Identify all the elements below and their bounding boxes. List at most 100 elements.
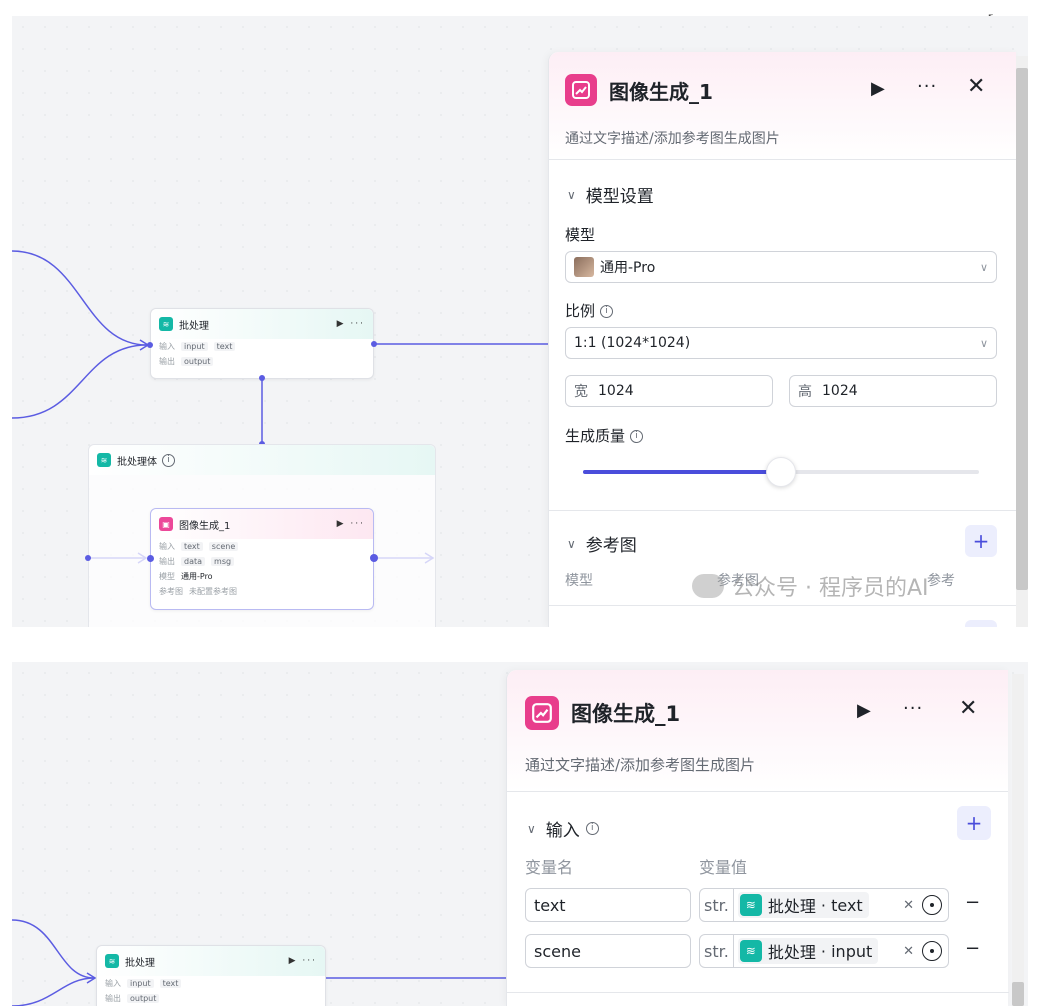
image-gen-in-port[interactable] xyxy=(147,555,154,562)
col-var-name: 变量名 xyxy=(525,858,574,877)
play-icon[interactable]: ▶ xyxy=(871,78,885,99)
panel-title: 图像生成_1 xyxy=(571,702,681,726)
batch-node[interactable]: ≋ 批处理 ▶ ··· 输入 input text 输出 output xyxy=(96,945,326,1006)
panel-description: 通过文字描述/添加参考图生成图片 xyxy=(565,131,780,147)
section-divider xyxy=(549,510,1017,511)
batch-node-body-port[interactable] xyxy=(259,375,265,381)
panel-scrollbar-thumb[interactable] xyxy=(1016,68,1028,590)
image-gen-out-port[interactable] xyxy=(370,554,378,562)
play-icon[interactable]: ▶ xyxy=(857,700,871,721)
more-icon[interactable]: ··· xyxy=(903,698,924,719)
edges-layer xyxy=(12,919,512,1006)
panel-title: 图像生成_1 xyxy=(609,80,713,104)
batch-node-inputs: 输入 input text xyxy=(151,339,373,354)
type-badge: str. xyxy=(700,935,734,967)
input-chip: text xyxy=(159,979,182,988)
batch-body-header: ≋ 批处理体 i xyxy=(89,445,435,475)
target-icon[interactable] xyxy=(922,941,942,961)
info-icon[interactable]: i xyxy=(585,822,599,835)
close-icon[interactable]: ✕ xyxy=(967,74,986,99)
batch-node-title: 批处理 xyxy=(125,957,155,969)
batch-node-in-port[interactable] xyxy=(147,342,153,348)
target-icon[interactable] xyxy=(922,895,942,915)
batch-node[interactable]: ≋ 批处理 ▶ ··· 输入 input text 输出 output xyxy=(150,308,374,379)
batch-node-outputs: 输出 output xyxy=(151,354,373,369)
image-gen-node-title: 图像生成_1 xyxy=(179,520,231,532)
watermark: 公众号 · 程序员的AI xyxy=(692,570,929,602)
batch-icon: ≋ xyxy=(739,940,762,962)
image-gen-node[interactable]: ▣ 图像生成_1 ▶ ··· 输入 text scene 输出 data msg… xyxy=(150,508,374,610)
section-divider xyxy=(549,605,1017,606)
close-icon[interactable]: ✕ xyxy=(959,696,978,721)
image-gen-icon: ▣ xyxy=(159,517,173,531)
panel-header: 图像生成_1 ▶ ··· ✕ 通过文字描述/添加参考图生成图片 xyxy=(549,52,1016,160)
panel-scrollbar-thumb[interactable] xyxy=(1012,982,1024,1006)
panel-description: 通过文字描述/添加参考图生成图片 xyxy=(525,756,756,774)
batch-icon: ≋ xyxy=(739,894,762,916)
clear-ref-icon[interactable]: ✕ xyxy=(903,943,914,959)
model-select[interactable]: 通用-Pro ∨ xyxy=(565,251,997,283)
batch-node-title: 批处理 xyxy=(179,320,209,332)
input-chip: input xyxy=(181,342,208,351)
input-chip: text xyxy=(213,342,236,351)
batch-node-outputs: 输出 output xyxy=(97,991,325,1006)
ref-col-weight: 参考 xyxy=(927,573,955,589)
output-chip: msg xyxy=(211,557,235,566)
clear-ref-icon[interactable]: ✕ xyxy=(903,897,914,913)
batch-body-title: 批处理体 xyxy=(117,456,157,468)
image-gen-node-header: ▣ 图像生成_1 ▶ ··· xyxy=(151,509,373,539)
more-icon[interactable]: ··· xyxy=(917,76,938,97)
image-gen-icon xyxy=(565,74,597,106)
batch-node-out-port[interactable] xyxy=(371,341,377,347)
chevron-down-icon: ∨ xyxy=(527,821,536,836)
model-avatar xyxy=(574,257,594,277)
batch-node-inputs: 输入 input text xyxy=(97,976,325,991)
type-badge: str. xyxy=(700,889,734,921)
chevron-down-icon: ∨ xyxy=(567,187,576,202)
chevron-down-icon: ∨ xyxy=(979,336,988,350)
image-gen-node-ref: 参考图 未配置参考图 xyxy=(159,587,237,596)
image-gen-node-inputs: 输入 text scene xyxy=(151,539,373,554)
ref-section-toggle[interactable]: ∨ 参考图 xyxy=(567,536,637,556)
batch-icon: ≋ xyxy=(159,317,173,331)
image-gen-node-model: 模型 通用-Pro xyxy=(159,572,213,581)
section-divider xyxy=(507,992,1009,993)
ref-col-ref: 参考图 xyxy=(717,573,759,589)
image-gen-node-tools[interactable]: ▶ ··· xyxy=(336,519,365,529)
info-icon[interactable]: i xyxy=(630,430,644,443)
body-in-port[interactable] xyxy=(85,555,91,561)
quality-slider-fill xyxy=(583,470,781,474)
var-value-ref[interactable]: str. ≋ 批处理 · text ✕ xyxy=(699,888,949,922)
batch-node-header: ≋ 批处理 ▶ ··· xyxy=(97,946,325,976)
ratio-select[interactable]: 1:1 (1024*1024) ∨ xyxy=(565,327,997,359)
info-icon[interactable]: i xyxy=(600,305,614,318)
workflow-canvas-bottom: ≋ 批处理 ▶ ··· 输入 input text 输出 output 图像生成… xyxy=(12,662,1028,1006)
var-name-input[interactable]: text xyxy=(525,888,691,922)
wechat-icon xyxy=(692,574,724,598)
batch-node-tools[interactable]: ▶ ··· xyxy=(336,319,365,329)
chevron-down-icon: ∨ xyxy=(567,536,576,551)
info-icon[interactable]: i xyxy=(162,453,175,467)
var-name-input[interactable]: scene xyxy=(525,934,691,968)
node-config-panel: 图像生成_1 ▶ ··· ✕ 通过文字描述/添加参考图生成图片 ∨ 模型设置 模… xyxy=(548,52,1017,627)
add-input-button[interactable]: + xyxy=(957,806,991,840)
image-gen-icon xyxy=(525,696,559,730)
output-chip: data xyxy=(181,557,206,566)
model-settings-section-toggle[interactable]: ∨ 模型设置 xyxy=(567,187,654,207)
panel-scrollbar[interactable] xyxy=(1012,674,1024,1006)
quality-slider-handle[interactable] xyxy=(766,457,796,487)
input-chip: text xyxy=(181,542,203,551)
batch-node-header: ≋ 批处理 ▶ ··· xyxy=(151,309,373,339)
minus-icon[interactable]: − xyxy=(965,892,981,913)
batch-node-tools[interactable]: ▶ ··· xyxy=(288,956,317,966)
add-ref-button[interactable]: + xyxy=(965,525,997,557)
add-button[interactable] xyxy=(965,620,997,627)
var-value-ref[interactable]: str. ≋ 批处理 · input ✕ xyxy=(699,934,949,968)
minus-icon[interactable]: − xyxy=(965,938,981,959)
